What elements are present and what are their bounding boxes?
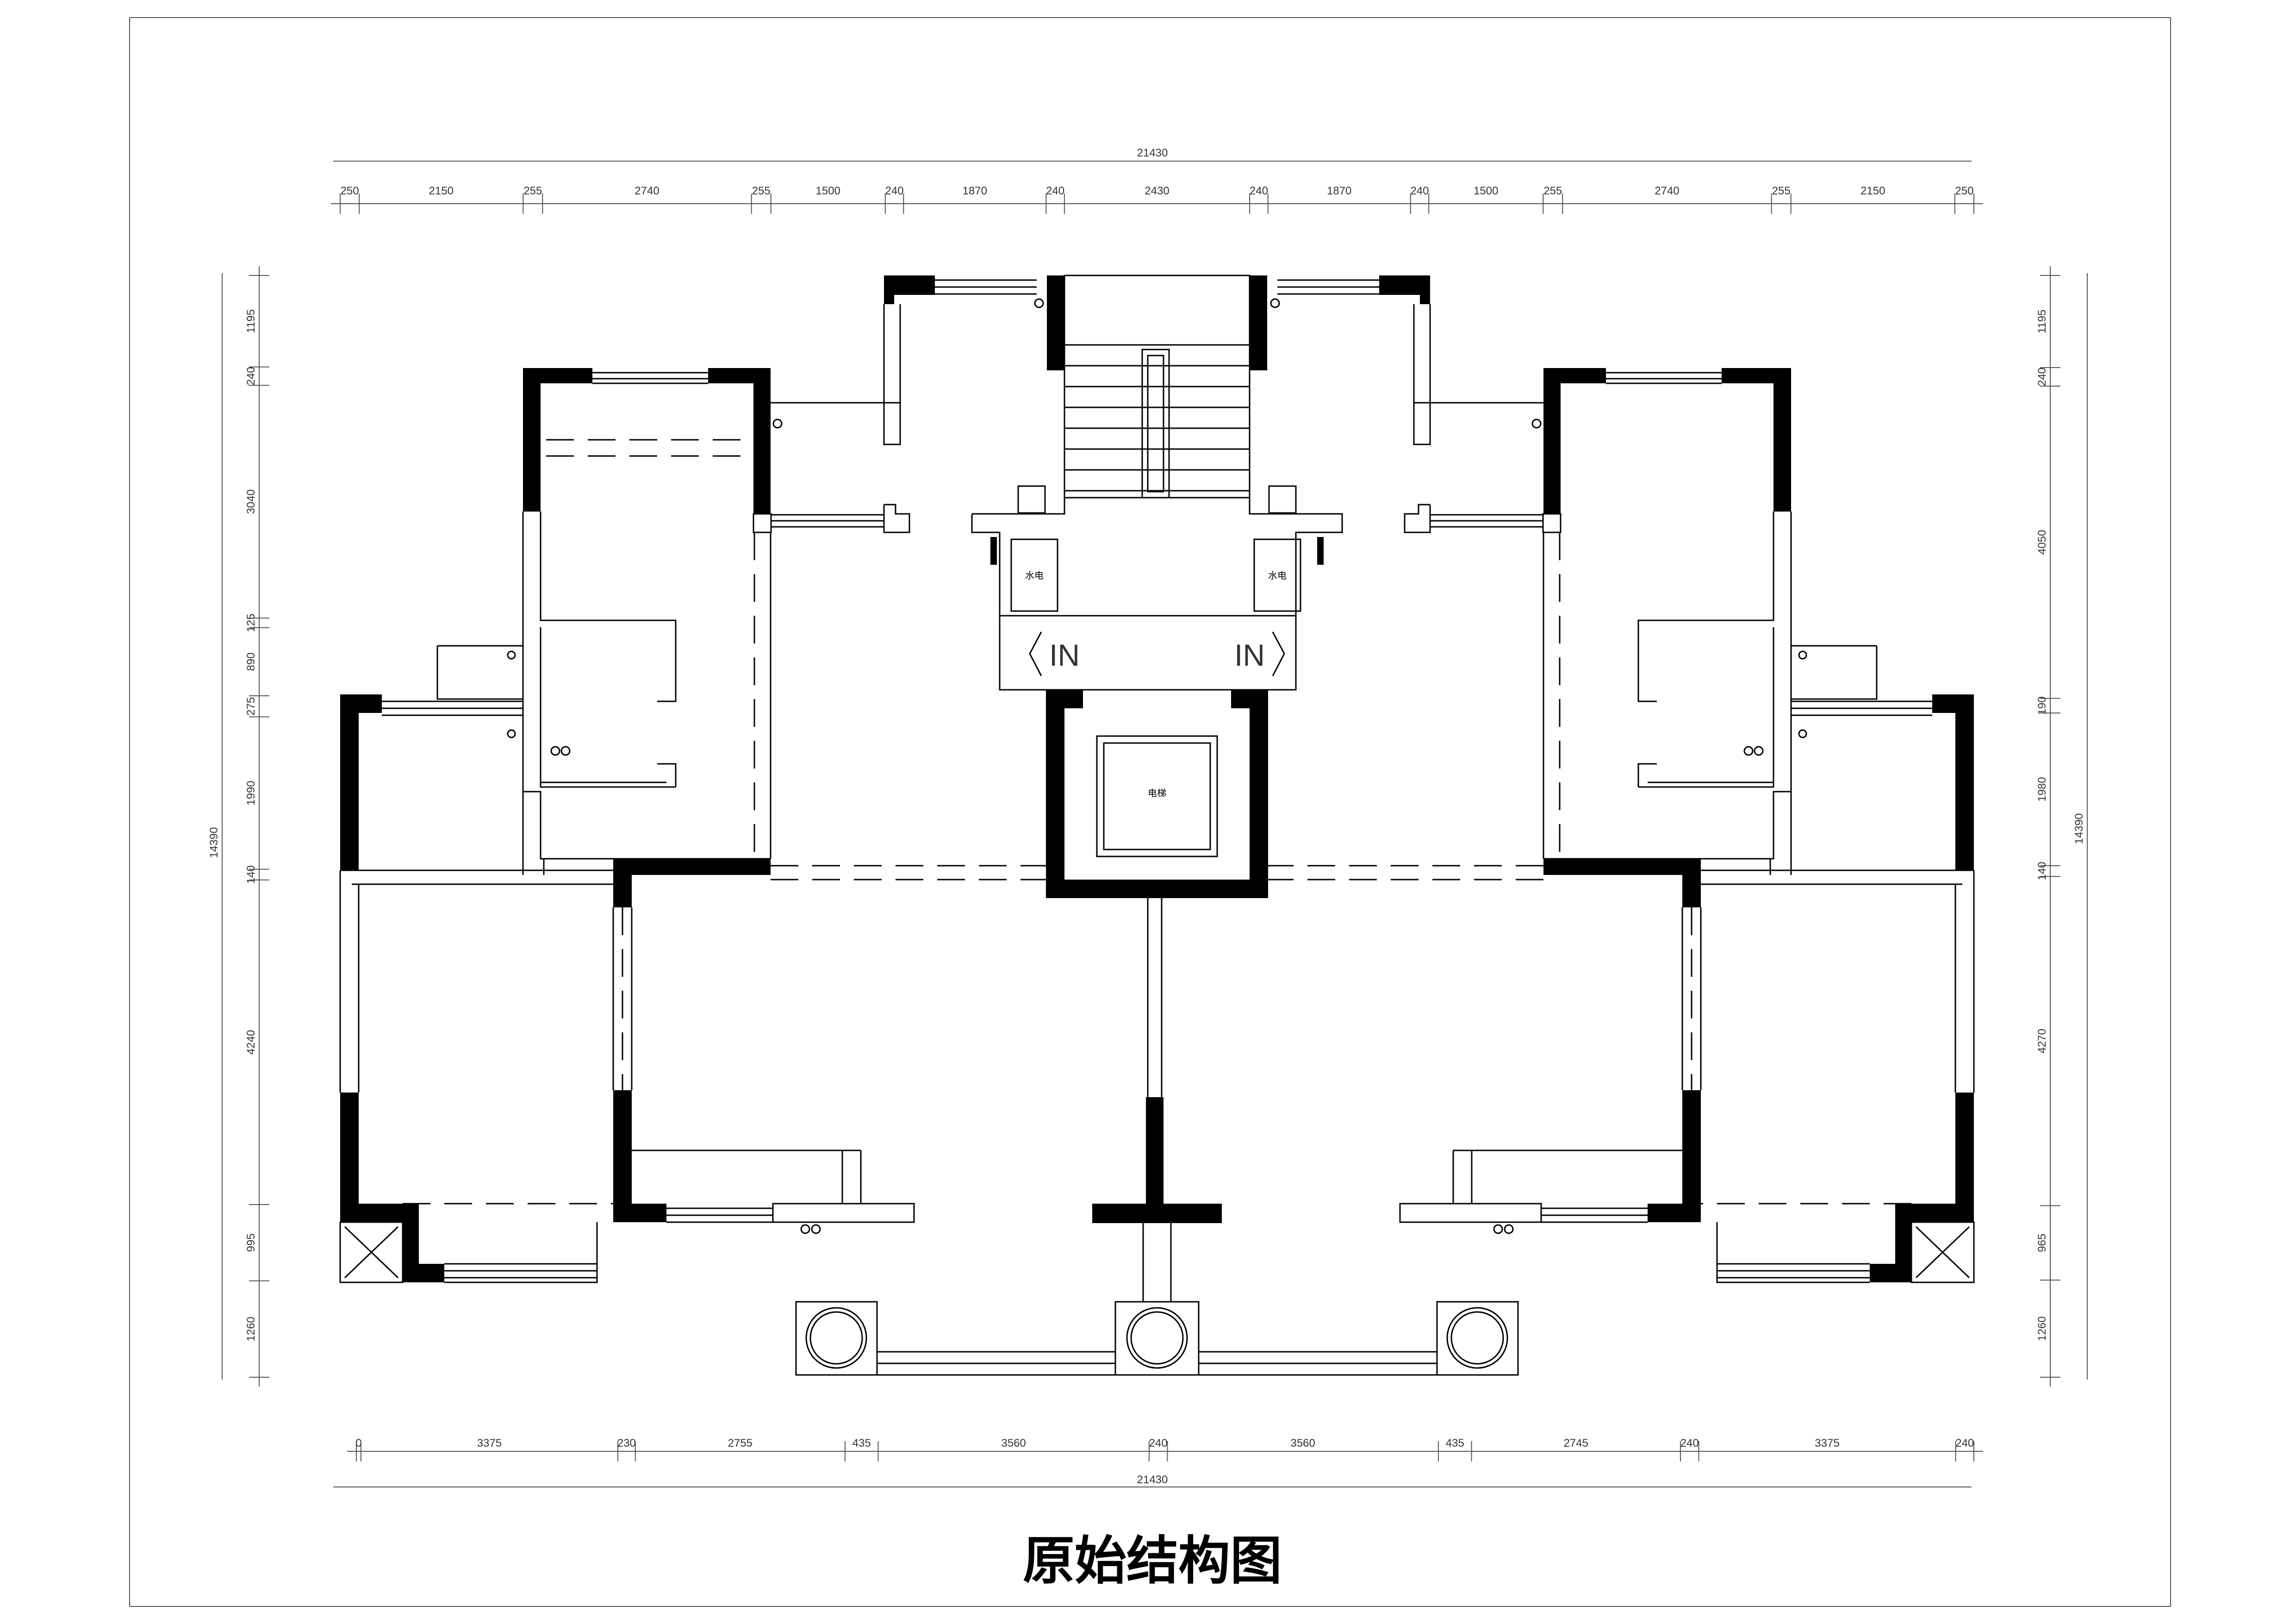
top-dimension-label: 1870 [963,185,987,197]
elevator-shaft: 电梯 [1046,690,1268,898]
bottom-dimension-label: 230 [617,1437,636,1449]
water-electric-label-right: 水电 [1268,570,1287,581]
core-lobby: 水电 水电 IN IN [971,485,1343,691]
svg-text:IN: IN [1049,638,1080,672]
left-dimension-label: 1260 [245,1317,257,1341]
bottom-dimension-label: 2755 [728,1437,753,1449]
bottom-total-dimension: 21430 [1137,1474,1168,1486]
central-partition [1092,898,1222,1302]
top-dimension-label: 1870 [1327,185,1351,197]
left-dimension-label: 240 [245,367,257,385]
top-dimension-label: 240 [885,185,904,197]
dimension-chain-right: 1195 240 4050 190 1980 140 4270 965 1260 [2036,266,2088,1387]
left-dimension-label: 125 [245,613,257,632]
bottom-balcony [795,1301,1519,1376]
top-dimension-label: 255 [1772,185,1791,197]
left-total-dimension: 14390 [208,827,220,858]
top-dimension-label: 2150 [1860,185,1885,197]
top-dimension-label: 255 [752,185,771,197]
top-dimension-label: 240 [1410,185,1429,197]
svg-text:IN: IN [1234,638,1265,672]
right-dimension-label: 140 [2036,862,2048,881]
right-dimension-label: 190 [2036,696,2048,715]
top-dimension-label: 1500 [816,185,840,197]
bottom-dimension-label: 435 [852,1437,871,1449]
bottom-dimension-label: 3560 [1290,1437,1315,1449]
bottom-dimension-label: 3375 [477,1437,502,1449]
right-total-dimension: 14390 [2073,813,2085,844]
right-apartment-unit [1268,275,1975,1283]
right-dimension-label: 1260 [2036,1316,2048,1341]
top-dimension-label: 250 [1955,185,1973,197]
top-dimension-label: 255 [523,185,542,197]
right-dimension-label: 1980 [2036,777,2048,801]
entry-arrow-right-icon: IN [1234,631,1285,676]
dimension-chain-top: 250 2150 255 2740 255 1500 240 1870 240 2430 240 18… [331,161,1983,214]
duct-right [1268,485,1297,514]
top-dimension-label: 2430 [1145,185,1169,197]
elevator-label: 电梯 [1148,787,1166,799]
bottom-dimension-label: 0 [355,1437,361,1449]
top-dimension-label: 240 [1250,185,1268,197]
bottom-dimension-label: 240 [1680,1437,1699,1449]
dimension-chain-left: 1195 240 3040 125 890 275 1990 140 4240 995 1260 [222,266,269,1387]
right-dimension-label: 4270 [2036,1029,2048,1053]
bottom-dimension-label: 435 [1446,1437,1464,1449]
water-electric-shaft-right [1253,538,1301,612]
left-dimension-label: 140 [245,865,257,884]
top-dimension-label: 250 [341,185,359,197]
top-dimension-label: 240 [1046,185,1064,197]
corner-shaft-left [339,1221,404,1283]
top-dimension-label: 1500 [1474,185,1498,197]
bottom-dimension-label: 240 [1149,1437,1168,1449]
column-right [1436,1301,1519,1376]
left-dimension-label: 995 [245,1233,257,1252]
left-dimension-label: 4240 [245,1030,257,1055]
column-left [795,1301,878,1376]
column-center [1114,1301,1200,1376]
top-dimension-label: 2740 [1655,185,1679,197]
water-electric-label-left: 水电 [1025,570,1044,581]
right-dimension-label: 1195 [2036,310,2048,334]
top-dimension-label: 2150 [429,185,454,197]
stair-treads [1064,344,1250,492]
left-apartment-unit [339,275,1046,1283]
corner-shaft-right [1910,1221,1975,1283]
top-dimension-label: 255 [1543,185,1562,197]
entry-arrow-left-icon: IN [1029,631,1080,676]
right-dimension-label: 965 [2036,1234,2048,1252]
left-dimension-label: 3040 [245,489,257,514]
stair-well [1141,349,1170,499]
right-dimension-label: 4050 [2036,530,2048,555]
drawing-title: 原始结构图 [1023,1531,1282,1591]
duct-left [1017,485,1046,514]
left-dimension-label: 1990 [245,781,257,805]
water-electric-shaft-left [1010,538,1058,612]
drawing-frame [129,17,2171,1607]
dimension-chain-bottom: 0 3375 230 2755 435 3560 240 3560 435 2745 240 3375… [333,1437,1983,1487]
left-dimension-label: 1195 [245,309,257,333]
top-dimension-label: 2740 [635,185,659,197]
bottom-dimension-label: 240 [1955,1437,1974,1449]
top-total-dimension: 21430 [1137,147,1168,159]
bottom-dimension-label: 3375 [1815,1437,1839,1449]
left-dimension-label: 890 [245,652,257,671]
bottom-dimension-label: 2745 [1564,1437,1588,1449]
right-dimension-label: 240 [2036,368,2048,386]
left-dimension-label: 275 [245,697,257,716]
stair-core [1047,275,1267,499]
bottom-dimension-label: 3560 [1002,1437,1026,1449]
